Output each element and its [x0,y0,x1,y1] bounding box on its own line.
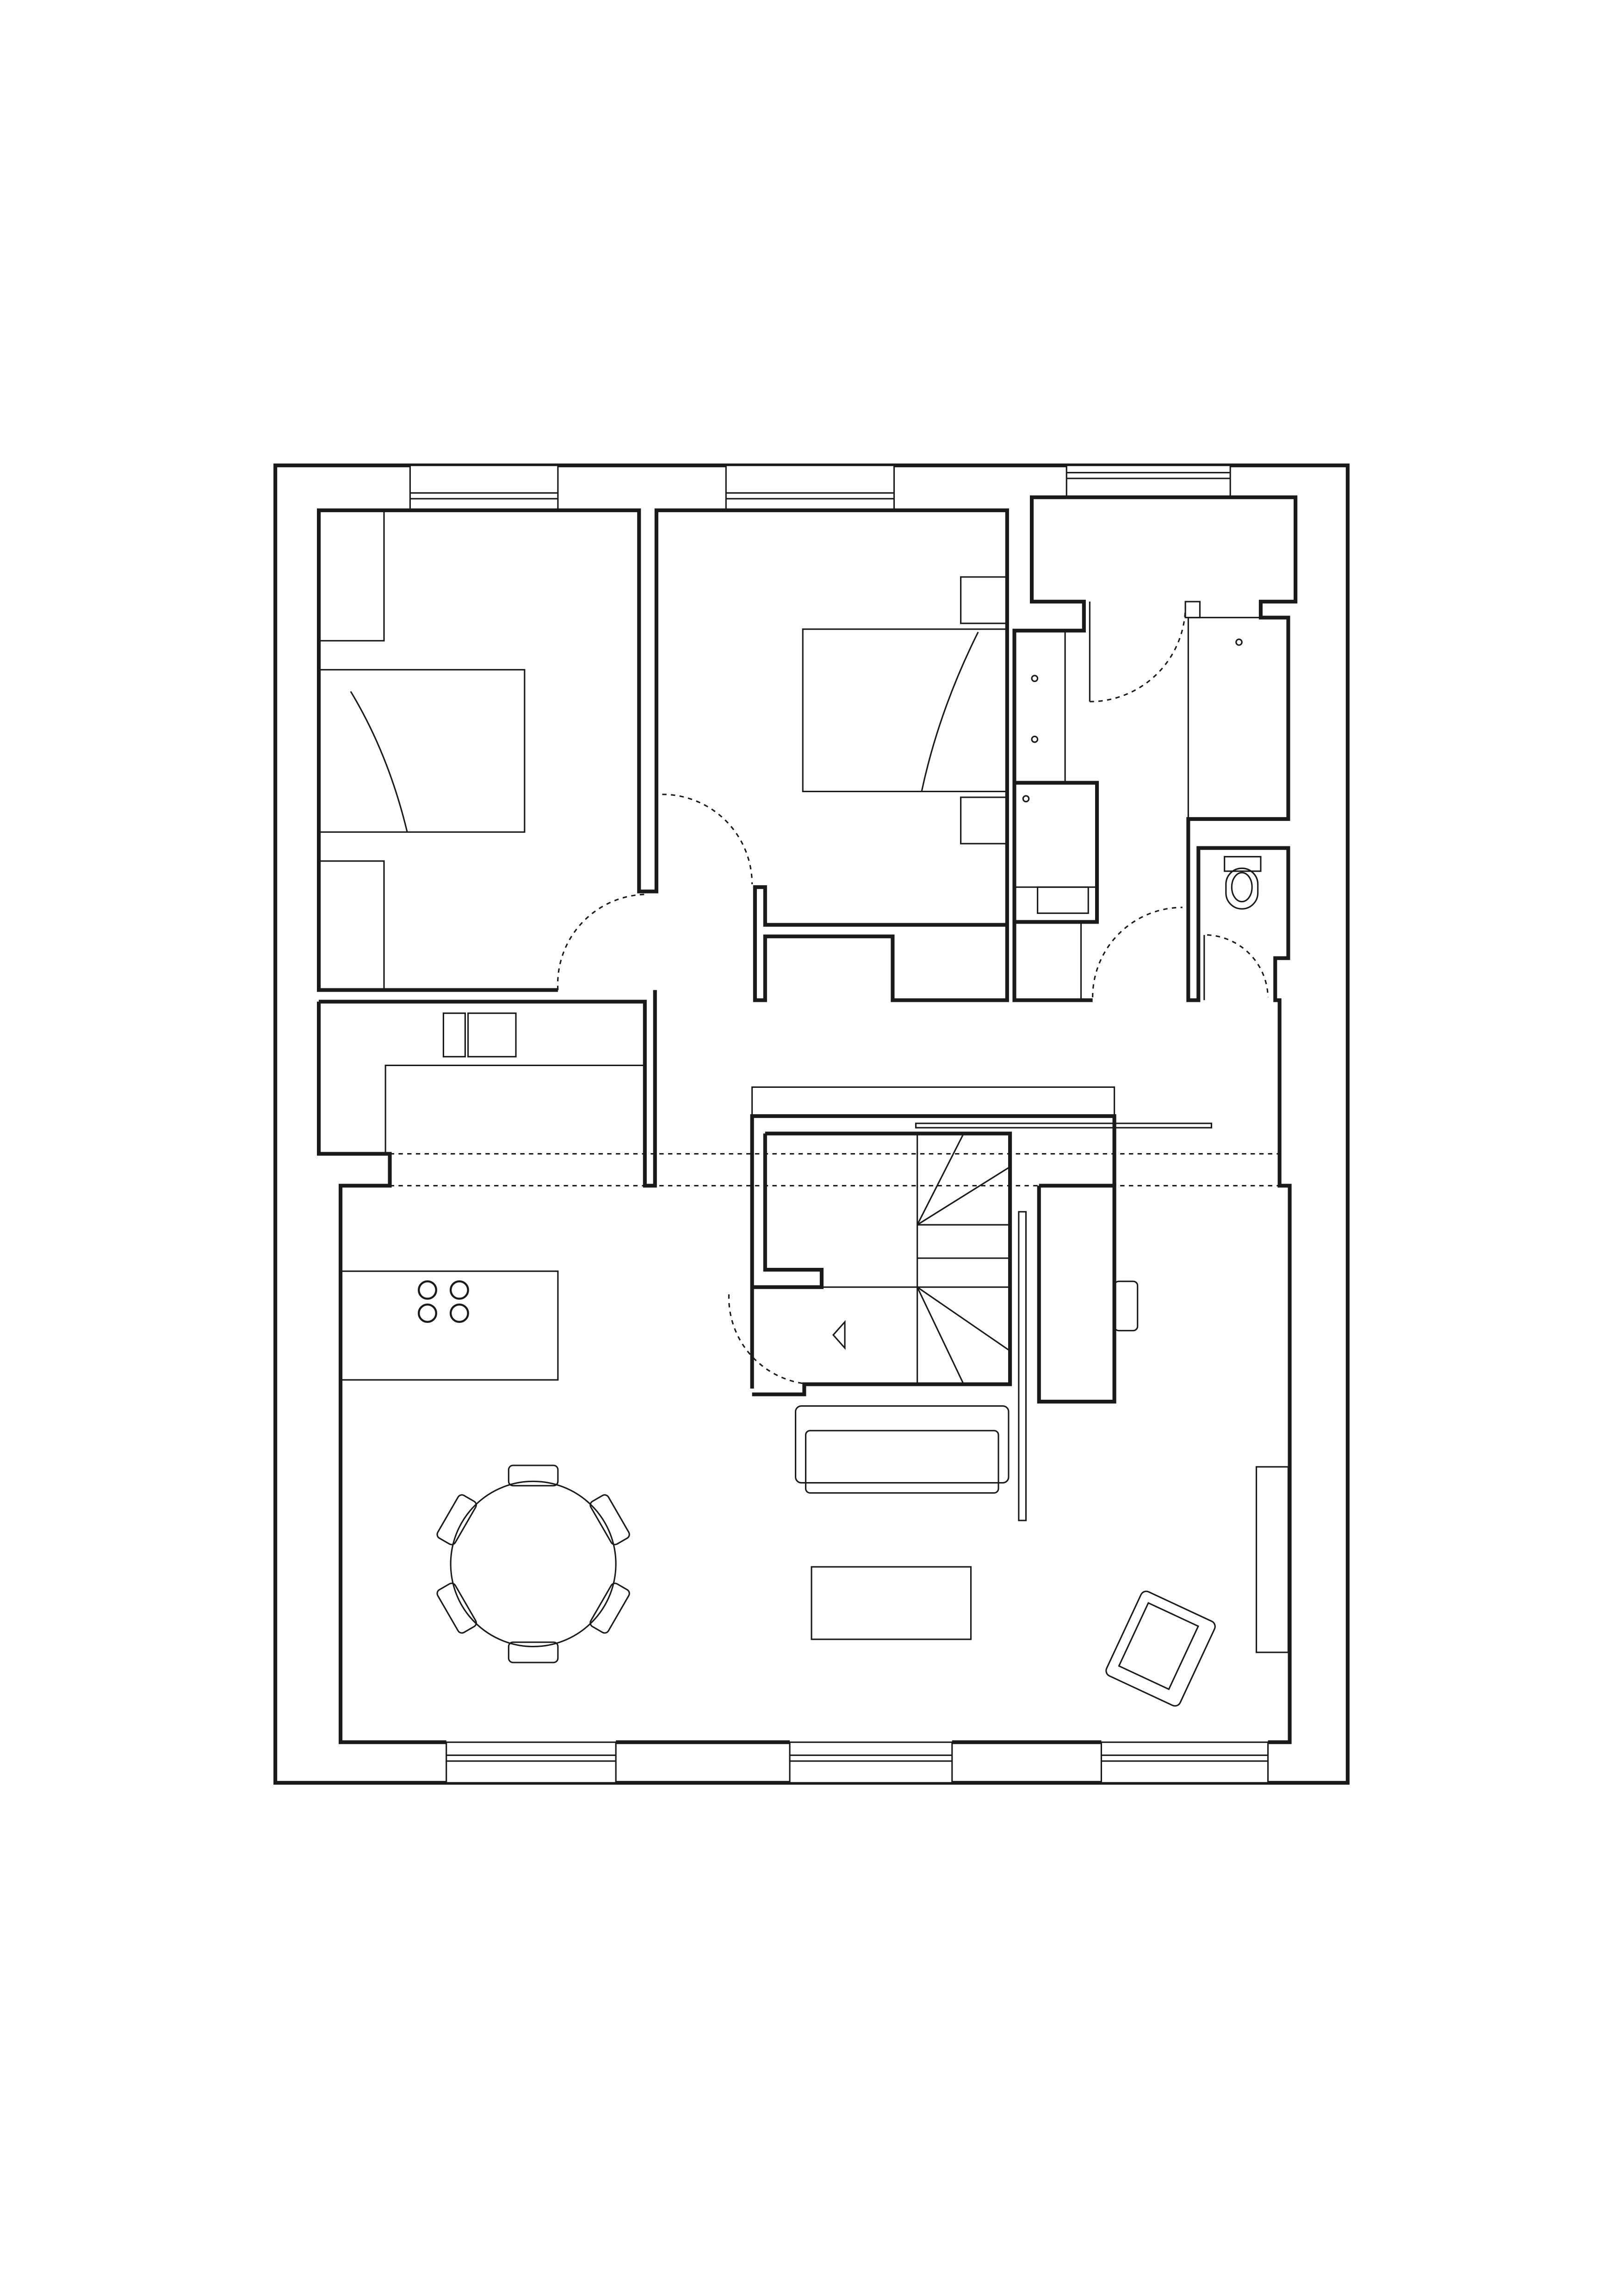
bed [318,669,526,833]
dining-chair [508,1464,559,1487]
chair [1114,1280,1139,1332]
bathroom-fixtures [1013,601,1289,1001]
kitchen-island [340,1270,559,1381]
windows-top [409,465,1231,511]
dining-chair [589,1582,630,1634]
windows-bottom [446,1741,1269,1784]
bedroom-1-furniture [318,509,526,991]
dining-chair [436,1494,477,1545]
dining-table [450,1480,617,1648]
bed-cover [921,632,979,792]
sliding-door [915,1123,1213,1129]
stair-direction-arrow [832,1320,846,1350]
sliding-panel [1018,1211,1027,1521]
window [1065,465,1231,498]
toilet-tank [1224,856,1262,872]
window [409,465,559,511]
bedroom-2-furniture [802,576,1008,844]
doors [557,602,1269,1385]
door-swing [557,894,648,990]
window [1100,1741,1269,1784]
bed [802,628,1008,793]
dining-chair [436,1582,477,1634]
kitchen [340,1012,645,1381]
cooktop-burner [449,1303,469,1323]
cabinet [1013,921,1082,1001]
cooktop-burner [449,1280,469,1300]
nightstand [960,576,1008,624]
dining-chair [589,1494,630,1545]
toilet-bowl [1225,867,1259,910]
window [789,1741,953,1784]
door-swing [1090,606,1186,702]
staircase [751,1086,1213,1521]
nightstand [960,796,1008,844]
nightstand [318,509,385,642]
cooktop-burner [417,1280,437,1300]
appliance [442,1012,466,1058]
bed-cover [350,691,408,832]
sink [467,1012,517,1058]
armchair [1105,1590,1216,1707]
window [446,1741,617,1784]
dining-chair [508,1641,559,1663]
shower [1187,617,1289,820]
window [725,465,895,511]
living-furniture [794,1405,1289,1707]
sideboard [1256,1466,1289,1653]
sink [1037,886,1089,914]
door-swing [662,794,753,884]
nightstand [318,860,385,991]
dining-set [436,1464,630,1663]
door-swing [728,1294,812,1385]
door-swing [1092,906,1183,998]
sofa [794,1405,1010,1484]
cooktop-burner [417,1303,437,1323]
coffee-table [811,1566,972,1640]
